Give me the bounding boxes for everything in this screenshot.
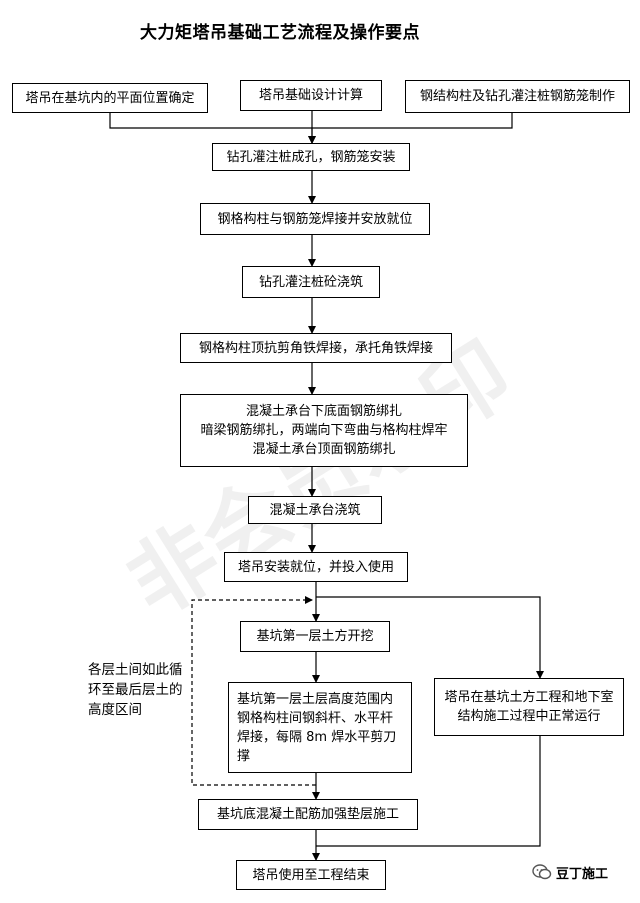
box-design: 塔吊基础设计计算 [240,80,382,111]
box-pour-cap: 混凝土承台浇筑 [248,496,382,524]
box-install: 塔吊安装就位，并投入使用 [224,552,408,582]
box-operate: 塔吊在基坑土方工程和地下室结构施工过程中正常运行 [434,678,624,736]
arrow-steel-to-drilling [312,113,513,129]
box-rebar: 混凝土承台下底面钢筋绑扎 暗梁钢筋绑扎，两端向下弯曲与格构柱焊牢 混凝土承台顶面… [180,394,468,467]
wechat-bubble-icon [532,864,552,880]
page-title: 大力矩塔吊基础工艺流程及操作要点 [140,23,420,43]
box-brace: 基坑第一层土层高度范围内钢格构柱间钢斜杆、水平杆焊接，每隔 8m 焊水平剪刀撑 [228,682,412,773]
logo-text: 豆丁施工 [556,866,609,882]
arrow-position-to-drilling [109,113,316,144]
arrow-operate-to-end [316,736,541,847]
loop-note: 各层土间如此循环至最后层土的高度区间 [88,662,183,718]
box-angle-weld: 钢格构柱顶抗剪角铁焊接，承托角铁焊接 [180,333,452,363]
arrow-install-to-operate [316,596,544,679]
box-weld-place: 钢格构柱与钢筋笼焊接并安放就位 [200,203,430,235]
box-cushion: 基坑底混凝土配筋加强垫层施工 [198,799,418,830]
box-position: 塔吊在基坑内的平面位置确定 [12,83,208,113]
brand-logo: 豆丁施工 [532,860,608,884]
box-drilling: 钻孔灌注桩成孔，钢筋笼安装 [212,143,410,171]
box-steel-cage: 钢结构柱及钻孔灌注桩钢筋笼制作 [405,80,630,113]
box-pour-pile: 钻孔灌注桩砼浇筑 [242,266,380,298]
box-end: 塔吊使用至工程结束 [236,860,386,890]
box-excavate: 基坑第一层土方开挖 [240,621,390,652]
